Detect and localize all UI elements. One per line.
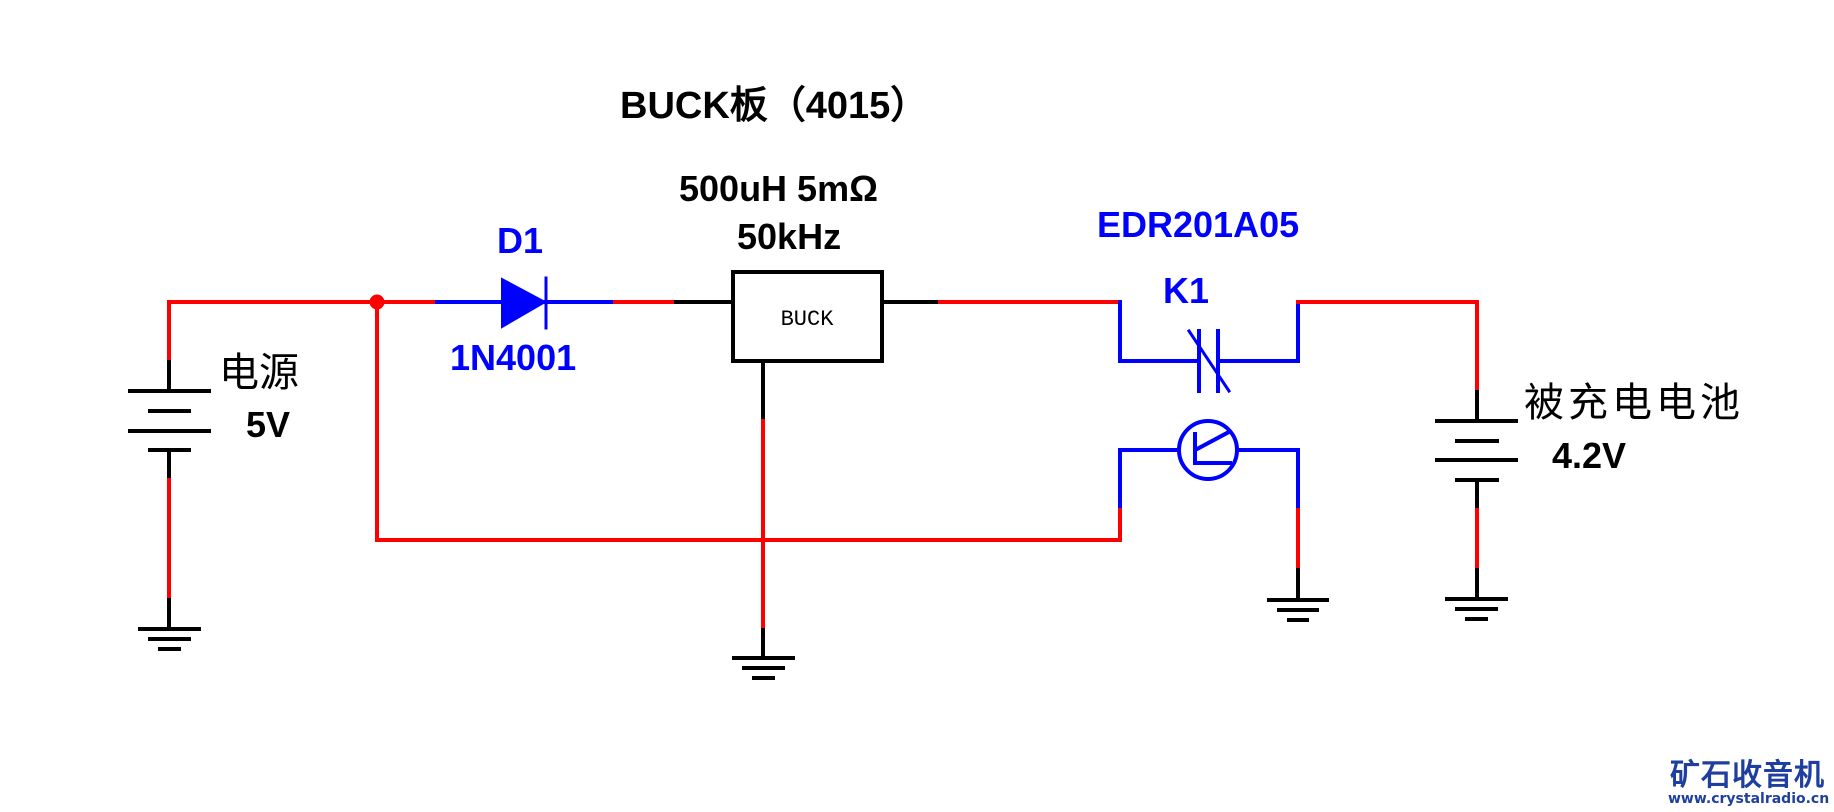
diode-icon	[435, 276, 617, 330]
load-battery	[1435, 300, 1518, 601]
watermark-url: www.crystalradio.cn	[1668, 791, 1830, 807]
load-battery-voltage-label: 4.2V	[1552, 435, 1627, 476]
source-voltage-label: 5V	[246, 404, 291, 445]
buck-module-box	[731, 270, 884, 363]
buck-param-inductor: 500uH 5mΩ	[679, 168, 878, 209]
source-battery	[128, 300, 211, 631]
diagram-title: BUCK板（4015）	[620, 85, 929, 127]
ground-icon	[1267, 598, 1329, 622]
diode-part-label: 1N4001	[450, 337, 577, 378]
ground-icon	[138, 627, 201, 651]
diode-ref-label: D1	[497, 220, 544, 261]
source-name-label: 电源	[219, 350, 299, 396]
ground-icon	[1445, 597, 1508, 621]
buck-box-label: BUCK	[781, 307, 835, 332]
ground-icon	[732, 656, 795, 680]
load-battery-name-label: 被充电电池	[1524, 380, 1744, 426]
watermark-logo: 矿石收音机	[1670, 758, 1825, 793]
relay-coil-icon	[1118, 419, 1300, 512]
normally-closed-contact-icon	[1118, 300, 1300, 394]
relay-ref-label: K1	[1163, 270, 1210, 311]
buck-param-frequency: 50kHz	[737, 216, 842, 257]
relay-part-label: EDR201A05	[1097, 204, 1300, 245]
